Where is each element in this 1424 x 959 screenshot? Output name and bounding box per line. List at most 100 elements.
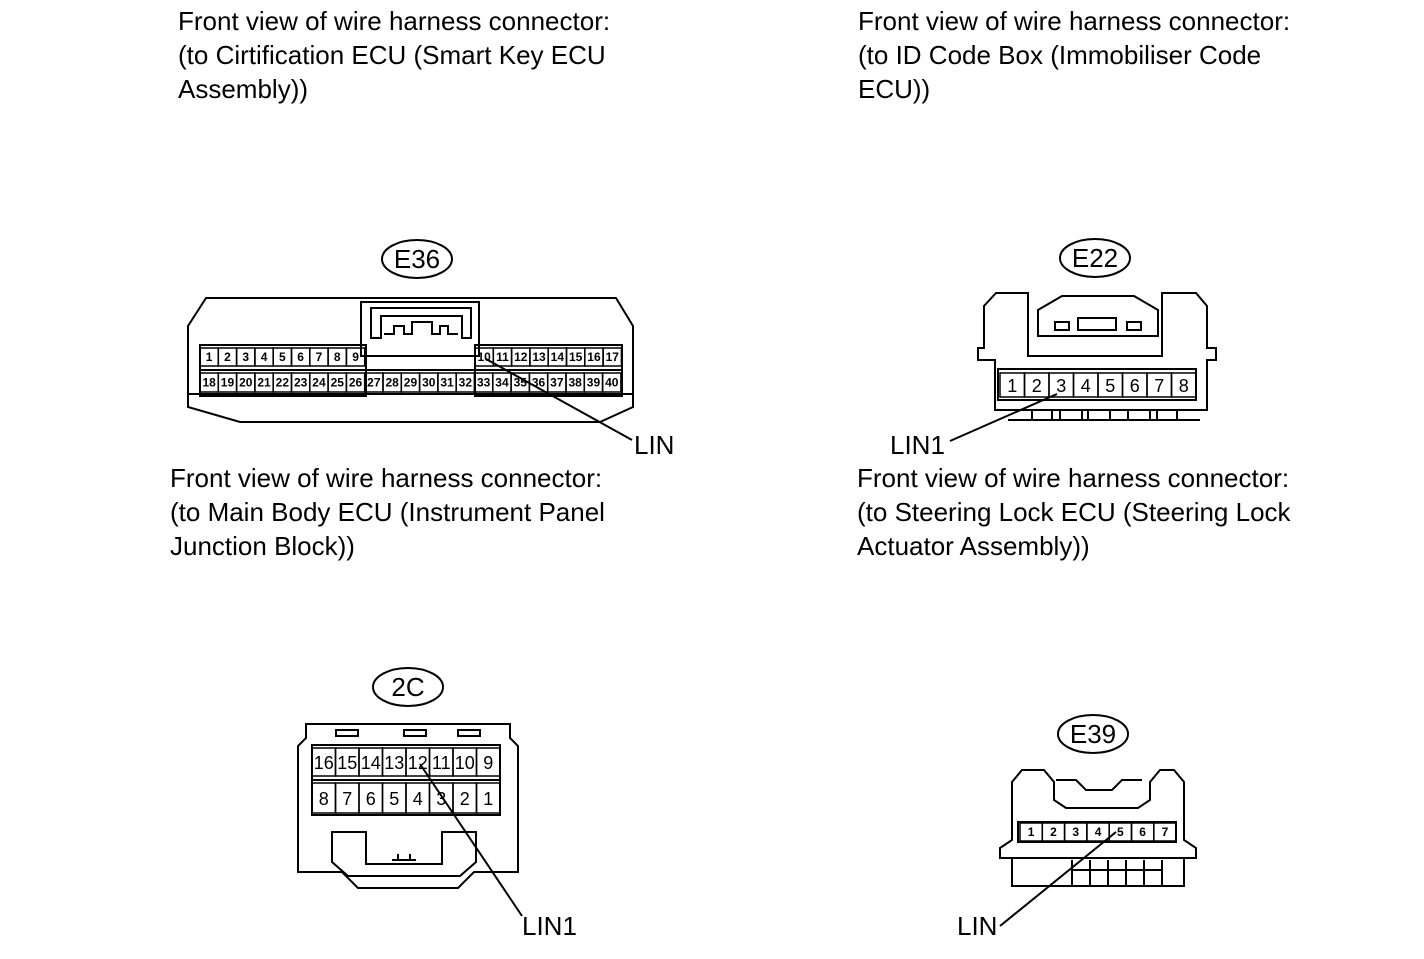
pin-e36-30: 30	[422, 376, 436, 390]
lock-housing-e36	[360, 301, 480, 357]
latch-slot-left-2c	[335, 729, 359, 737]
pin-e36-17-cell	[602, 347, 623, 367]
pin-2c-1: 1	[483, 789, 493, 809]
pin-e39-5: 5	[1117, 825, 1124, 839]
pin-2c-7: 7	[342, 789, 352, 809]
pin-e36-40: 40	[605, 376, 619, 390]
pin-e36-22: 22	[276, 376, 290, 390]
pin-e22-7: 7	[1154, 376, 1164, 396]
pin-e36-20: 20	[239, 376, 253, 390]
connector-body-e22	[977, 292, 1217, 411]
pin-e36-9-cell	[345, 347, 366, 367]
lock-slot-left-e22	[1054, 321, 1070, 331]
pin-e36-6: 6	[297, 350, 304, 364]
caption-steering-lock-ecu: Front view of wire harness connector: (t…	[857, 463, 1291, 561]
lock-housing-2c	[331, 831, 477, 877]
pin-e36-37: 37	[550, 376, 564, 390]
connector-body-2c	[297, 723, 519, 889]
pin-e36-29: 29	[404, 376, 418, 390]
lock-tab-2c	[392, 854, 416, 861]
signal-label-e36: LIN	[634, 430, 674, 460]
terminal-strip-e39	[1011, 857, 1185, 887]
pin-e39-7: 7	[1162, 825, 1169, 839]
connector-tag-2c: 2C	[391, 672, 424, 702]
pin-e36-3: 3	[242, 350, 249, 364]
pin-2c-11: 11	[432, 753, 451, 773]
terminal-slot-3-e22	[1087, 409, 1111, 421]
pin-e36-10: 10	[477, 350, 491, 364]
lin1-leader-2c	[419, 763, 523, 917]
pin-e39-6: 6	[1139, 825, 1146, 839]
pin-e36-5: 5	[279, 350, 286, 364]
terminal-slot-5-e22	[1156, 409, 1178, 421]
caption-main-body-ecu: Front view of wire harness connector: (t…	[170, 463, 605, 561]
pin-e36-13: 13	[532, 350, 546, 364]
pin-e22-8: 8	[1179, 376, 1189, 396]
pin-e36-24: 24	[312, 376, 326, 390]
pin-e36-32: 32	[459, 376, 473, 390]
connector-body-e36	[187, 297, 634, 423]
pin-e36-40-cell	[601, 372, 622, 393]
pin-2c-10: 10	[455, 753, 475, 773]
caption-id-code-box: Front view of wire harness connector: (t…	[858, 6, 1291, 104]
connector-tag-e22-outline	[1059, 238, 1131, 278]
lock-slot-e22	[1077, 317, 1117, 331]
terminal-slot-4-e22	[1127, 409, 1151, 421]
pin-2c-13: 13	[384, 753, 404, 773]
pin-e36-26: 26	[349, 376, 363, 390]
pin-e39-3: 3	[1072, 825, 1079, 839]
lock-latch-e36	[370, 307, 472, 339]
pin-e39-4: 4	[1095, 825, 1102, 839]
pin-e22-1: 1	[1007, 376, 1017, 396]
pin-e36-16: 16	[587, 350, 601, 364]
connector-tag-e36-outline	[381, 239, 453, 279]
pin-2c-16: 16	[314, 753, 334, 773]
connector-tag-e39: E39	[1070, 719, 1116, 749]
pin-e36-28: 28	[385, 376, 399, 390]
pin-2c-2: 2	[460, 789, 470, 809]
connector-tag-2c-outline	[372, 667, 444, 707]
pin-e36-33: 33	[477, 376, 491, 390]
pin-e36-21: 21	[257, 376, 271, 390]
pin-2c-9: 9	[483, 753, 493, 773]
pin-e36-23: 23	[294, 376, 308, 390]
pin-e36-14: 14	[551, 350, 565, 364]
pin-2c-8: 8	[319, 789, 329, 809]
pin-e36-31: 31	[440, 376, 454, 390]
pin-e22-8-cell	[1170, 372, 1197, 398]
pin-e36-38: 38	[568, 376, 582, 390]
pin-e36-18: 18	[202, 376, 216, 390]
pin-e36-1: 1	[206, 350, 213, 364]
pin-e22-6: 6	[1130, 376, 1140, 396]
pin-e36-25: 25	[331, 376, 345, 390]
terminal-slot-2-e22	[1059, 409, 1083, 421]
pin-e36-15: 15	[569, 350, 583, 364]
lock-slot-right-e22	[1126, 321, 1142, 331]
connector-tag-e36: E36	[394, 244, 440, 274]
pin-e36-11: 11	[496, 350, 509, 364]
lin-leader-e36	[485, 358, 633, 441]
lin-leader-e39	[999, 831, 1117, 927]
pin-e36-39: 39	[587, 376, 601, 390]
pin-2c-6: 6	[366, 789, 376, 809]
pin-e36-12: 12	[514, 350, 528, 364]
pin-2c-14: 14	[361, 753, 381, 773]
pin-e36-17: 17	[606, 350, 620, 364]
pin-e36-7: 7	[316, 350, 323, 364]
lock-tab-e36	[384, 321, 458, 335]
pin-e36-2: 2	[224, 350, 231, 364]
pin-e22-5: 5	[1105, 376, 1115, 396]
connector-body-e39	[999, 769, 1197, 859]
caption-certification-ecu: Front view of wire harness connector: (t…	[178, 6, 611, 104]
pin-2c-1-cell	[475, 782, 501, 814]
pin-e39-7-cell	[1153, 822, 1177, 842]
lock-housing-e22	[1037, 295, 1159, 337]
